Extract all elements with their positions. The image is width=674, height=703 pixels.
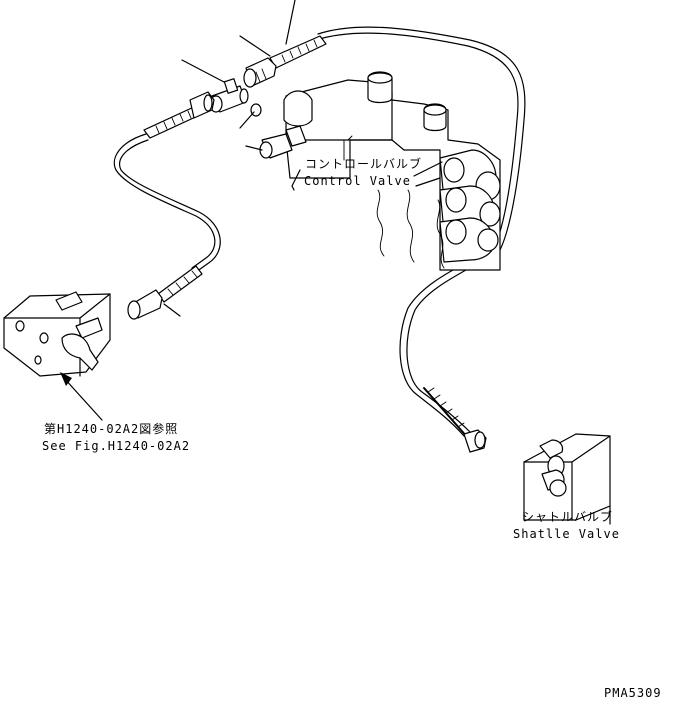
control-valve-label-en: Control Valve (304, 174, 411, 188)
shuttle-valve-label-en: Shatlle Valve (513, 527, 620, 541)
shuttle-valve-label-jp: シャトルバルブ (522, 510, 614, 524)
leader-lines (163, 0, 611, 525)
reference-label-en: See Fig.H1240-02A2 (42, 439, 191, 453)
top-hose-fitting (243, 57, 277, 88)
left-hose (113, 91, 221, 320)
control-valve-label-jp: コントロールバルブ (305, 157, 423, 171)
left-valve-block (3, 291, 111, 377)
o-ring (250, 103, 262, 117)
shuttle-valve (523, 433, 611, 521)
shuttle-hose-fitting (463, 429, 487, 453)
reference-arrow (60, 372, 103, 421)
top-hose-sleeve (269, 35, 327, 69)
drawing-code: PMA5309 (604, 686, 662, 700)
shuttle-hose-sleeve (423, 387, 469, 439)
tee-fitting (209, 78, 249, 113)
reference-label-jp: 第H1240-02A2図参照 (44, 422, 179, 436)
control-valve (259, 71, 501, 271)
